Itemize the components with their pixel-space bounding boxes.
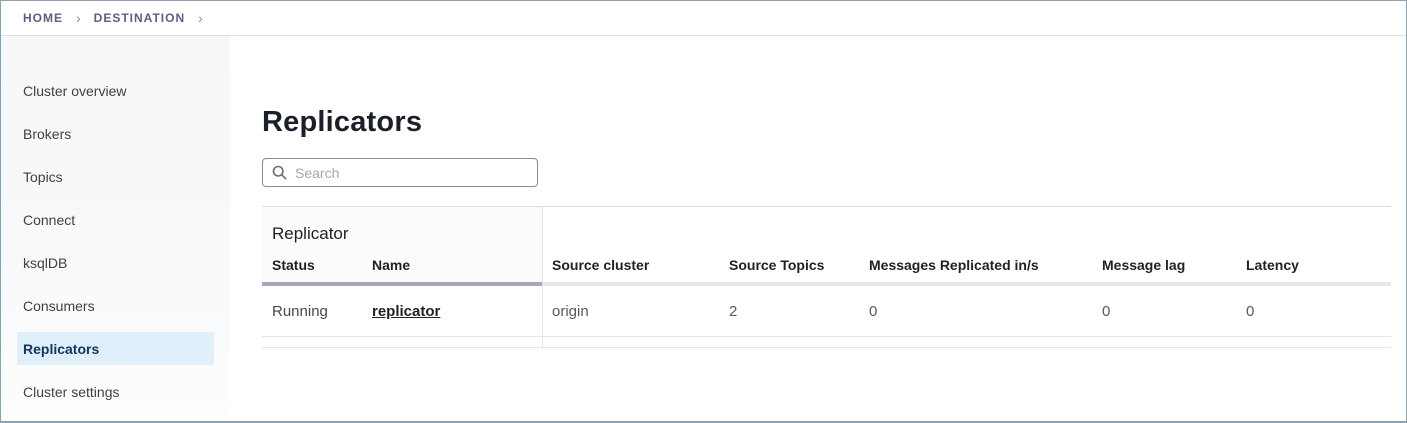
column-header-source-cluster: Source cluster [552, 257, 650, 273]
breadcrumb: HOME › DESTINATION › [1, 1, 1406, 36]
chevron-right-icon: › [76, 10, 81, 26]
sidebar-item-ksqldb[interactable]: ksqlDB [23, 254, 68, 271]
cell-latency: 0 [1246, 302, 1255, 320]
breadcrumb-item-destination[interactable]: DESTINATION [93, 11, 186, 25]
column-header-latency: Latency [1246, 257, 1299, 273]
cell-messages-replicated: 0 [869, 302, 878, 320]
column-header-name: Name [372, 257, 411, 273]
column-header-message-lag: Message lag [1102, 257, 1186, 273]
search-input[interactable] [295, 164, 528, 181]
replicator-status: Running [272, 302, 328, 320]
replicator-name-link[interactable]: replicator [372, 302, 441, 320]
breadcrumb-item-home[interactable]: HOME [23, 11, 63, 25]
search-box[interactable] [262, 158, 538, 187]
column-header-status: Status [272, 257, 315, 273]
table-column-divider [542, 206, 543, 348]
cell-source-cluster: origin [552, 302, 589, 320]
table-footer-row [262, 337, 1391, 348]
table-row: Running replicator origin 2 0 0 0 [262, 286, 1391, 337]
column-header-source-topics: Source Topics [729, 257, 825, 273]
column-header-messages-replicated: Messages Replicated in/s [869, 257, 1039, 273]
chevron-right-icon: › [198, 10, 203, 26]
sidebar-item-brokers[interactable]: Brokers [23, 125, 72, 142]
sidebar-item-cluster-settings[interactable]: Cluster settings [23, 383, 120, 400]
sidebar-item-consumers[interactable]: Consumers [23, 297, 95, 314]
group-header-label: Replicator [272, 224, 349, 243]
sidebar-item-connect[interactable]: Connect [23, 211, 76, 228]
replicator-group-header: Replicator Status Name [262, 207, 542, 286]
page-title: Replicators [262, 106, 423, 138]
sidebar-item-cluster-overview[interactable]: Cluster overview [23, 82, 127, 99]
cell-source-topics: 2 [729, 302, 738, 320]
sidebar-item-replicators[interactable]: Replicators [17, 332, 214, 365]
replicators-table: Replicator Status Name Source cluster So… [262, 206, 1391, 348]
cell-message-lag: 0 [1102, 302, 1111, 320]
main-content: Replicators Replicator Status Name [230, 36, 1406, 421]
sidebar: Cluster overview Brokers Topics Connect … [1, 36, 230, 421]
sidebar-item-topics[interactable]: Topics [23, 168, 63, 185]
search-icon [272, 165, 287, 180]
table-header: Replicator Status Name Source cluster So… [262, 206, 1391, 286]
